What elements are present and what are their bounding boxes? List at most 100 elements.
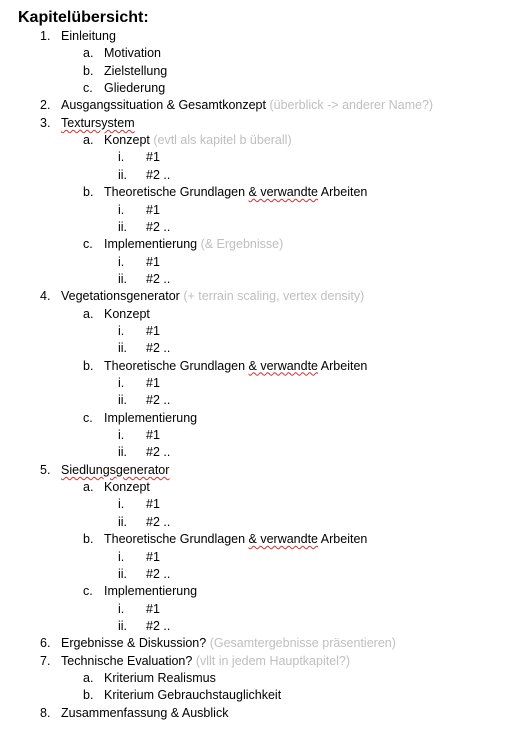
text-segment: Theoretische Grundlagen: [104, 358, 249, 373]
spellcheck-text: Siedlungsgenerator: [61, 462, 170, 477]
list-text: #2 ..: [146, 340, 170, 357]
list-text: #2 ..: [146, 392, 170, 409]
list-number: ii.: [118, 618, 128, 633]
list-number: i.: [118, 376, 125, 390]
list-number: 1.: [40, 29, 51, 43]
text-segment: #1: [146, 254, 160, 269]
list-number: c.: [83, 584, 93, 599]
list-text: #1: [146, 496, 160, 513]
text-segment: #2 ..: [146, 445, 171, 460]
list-text: Technische Evaluation? (vllt in jedem Ha…: [61, 653, 350, 670]
spellcheck-text: & verwandte: [248, 185, 319, 200]
text-segment: #1: [146, 150, 160, 165]
text-segment: Zusammenfassung & Ausblick: [61, 705, 229, 720]
text-segment: #1: [146, 376, 160, 390]
comment-note: (+ terrain scaling, vertex density): [183, 289, 365, 304]
list-text: Zusammenfassung & Ausblick: [61, 705, 228, 722]
list-text: #2 ..: [146, 167, 170, 184]
text-segment: Ergebnisse & Diskussion?: [61, 636, 210, 651]
list-text: #1: [146, 427, 160, 444]
list-text: #2 ..: [146, 271, 170, 288]
comment-note: (überblick -> anderer Name?): [269, 98, 434, 113]
list-number: i.: [118, 323, 125, 338]
list-number: a.: [83, 46, 94, 61]
list-number: 3.: [40, 115, 51, 130]
spellcheck-text: Textursystem: [61, 115, 135, 130]
list-text: #2 ..: [146, 618, 170, 635]
text-segment: Gliederung: [104, 81, 166, 96]
list-number: ii.: [118, 271, 128, 286]
list-number: i.: [118, 150, 125, 165]
list-text: Einleitung: [61, 28, 116, 45]
list-text: Konzept: [104, 479, 150, 496]
list-text: Motivation: [104, 45, 161, 62]
list-number: i.: [118, 549, 125, 564]
list-number: ii.: [118, 167, 128, 182]
text-segment: Zielstellung: [104, 63, 168, 78]
list-number: ii.: [118, 566, 128, 581]
list-number: i.: [118, 202, 125, 217]
text-segment: #2 ..: [146, 566, 171, 581]
list-text: #2 ..: [146, 566, 170, 583]
list-text: Implementierung: [104, 410, 197, 427]
text-segment: Theoretische Grundlagen: [104, 532, 249, 547]
text-segment: #1: [146, 202, 160, 217]
list-text: #1: [146, 149, 160, 166]
list-number: a.: [83, 306, 94, 321]
text-segment: #2 ..: [146, 514, 171, 529]
text-segment: Einleitung: [61, 29, 116, 43]
spellcheck-text: & verwandte: [248, 532, 319, 547]
list-number: i.: [118, 428, 125, 443]
list-number: b.: [83, 63, 94, 78]
text-segment: Arbeiten: [318, 185, 368, 200]
text-segment: Konzept: [104, 306, 150, 321]
text-segment: Kriterium Gebrauchstauglichkeit: [104, 688, 282, 703]
list-number: 2.: [40, 98, 51, 113]
text-segment: #2 ..: [146, 219, 171, 234]
list-number: 7.: [40, 653, 51, 668]
list-text: #1: [146, 254, 160, 271]
text-segment: Implementierung: [104, 584, 198, 599]
text-segment: #2 ..: [146, 167, 171, 182]
text-segment: Technische Evaluation?: [61, 653, 196, 668]
comment-note: (& Ergebnisse): [200, 237, 284, 252]
list-number: 4.: [40, 289, 51, 304]
list-text: #1: [146, 375, 160, 392]
list-text: Implementierung: [104, 583, 197, 600]
list-text: Kriterium Gebrauchstauglichkeit: [104, 687, 281, 704]
text-segment: Vegetationsgenerator: [61, 289, 184, 304]
list-number: ii.: [118, 393, 128, 408]
comment-note: (vllt in jedem Hauptkapitel?): [195, 653, 351, 668]
list-number: c.: [83, 237, 93, 252]
text-segment: #1: [146, 323, 160, 338]
list-number: ii.: [118, 445, 128, 460]
list-number: a.: [83, 480, 94, 495]
list-text: Siedlungsgenerator: [61, 462, 169, 479]
text-segment: Konzept: [104, 480, 150, 495]
list-number: 6.: [40, 636, 51, 651]
text-segment: #2 ..: [146, 618, 171, 633]
list-number: b.: [83, 185, 94, 200]
list-text: Konzept: [104, 306, 150, 323]
list-number: i.: [118, 497, 125, 512]
list-text: Ergebnisse & Diskussion? (Gesamtergebnis…: [61, 635, 396, 652]
list-number: c.: [83, 81, 93, 96]
list-number: b.: [83, 358, 94, 373]
list-text: #1: [146, 601, 160, 618]
list-text: #1: [146, 323, 160, 340]
list-number: ii.: [118, 514, 128, 529]
list-number: i.: [118, 601, 125, 616]
text-segment: #2 ..: [146, 271, 171, 286]
list-number: a.: [83, 133, 94, 148]
text-segment: Kriterium Realismus: [104, 670, 216, 685]
text-segment: Arbeiten: [318, 358, 368, 373]
list-number: 5.: [40, 462, 51, 477]
list-text: Textursystem: [61, 115, 135, 132]
text-segment: Ausgangssituation & Gesamtkonzept: [61, 98, 270, 113]
comment-note: (Gesamtergebnisse präsentieren): [209, 636, 396, 651]
page-title: Kapitelübersicht:: [18, 9, 149, 26]
text-segment: #1: [146, 601, 160, 616]
list-number: c.: [83, 410, 93, 425]
text-segment: Arbeiten: [318, 532, 368, 547]
list-text: #2 ..: [146, 444, 170, 461]
